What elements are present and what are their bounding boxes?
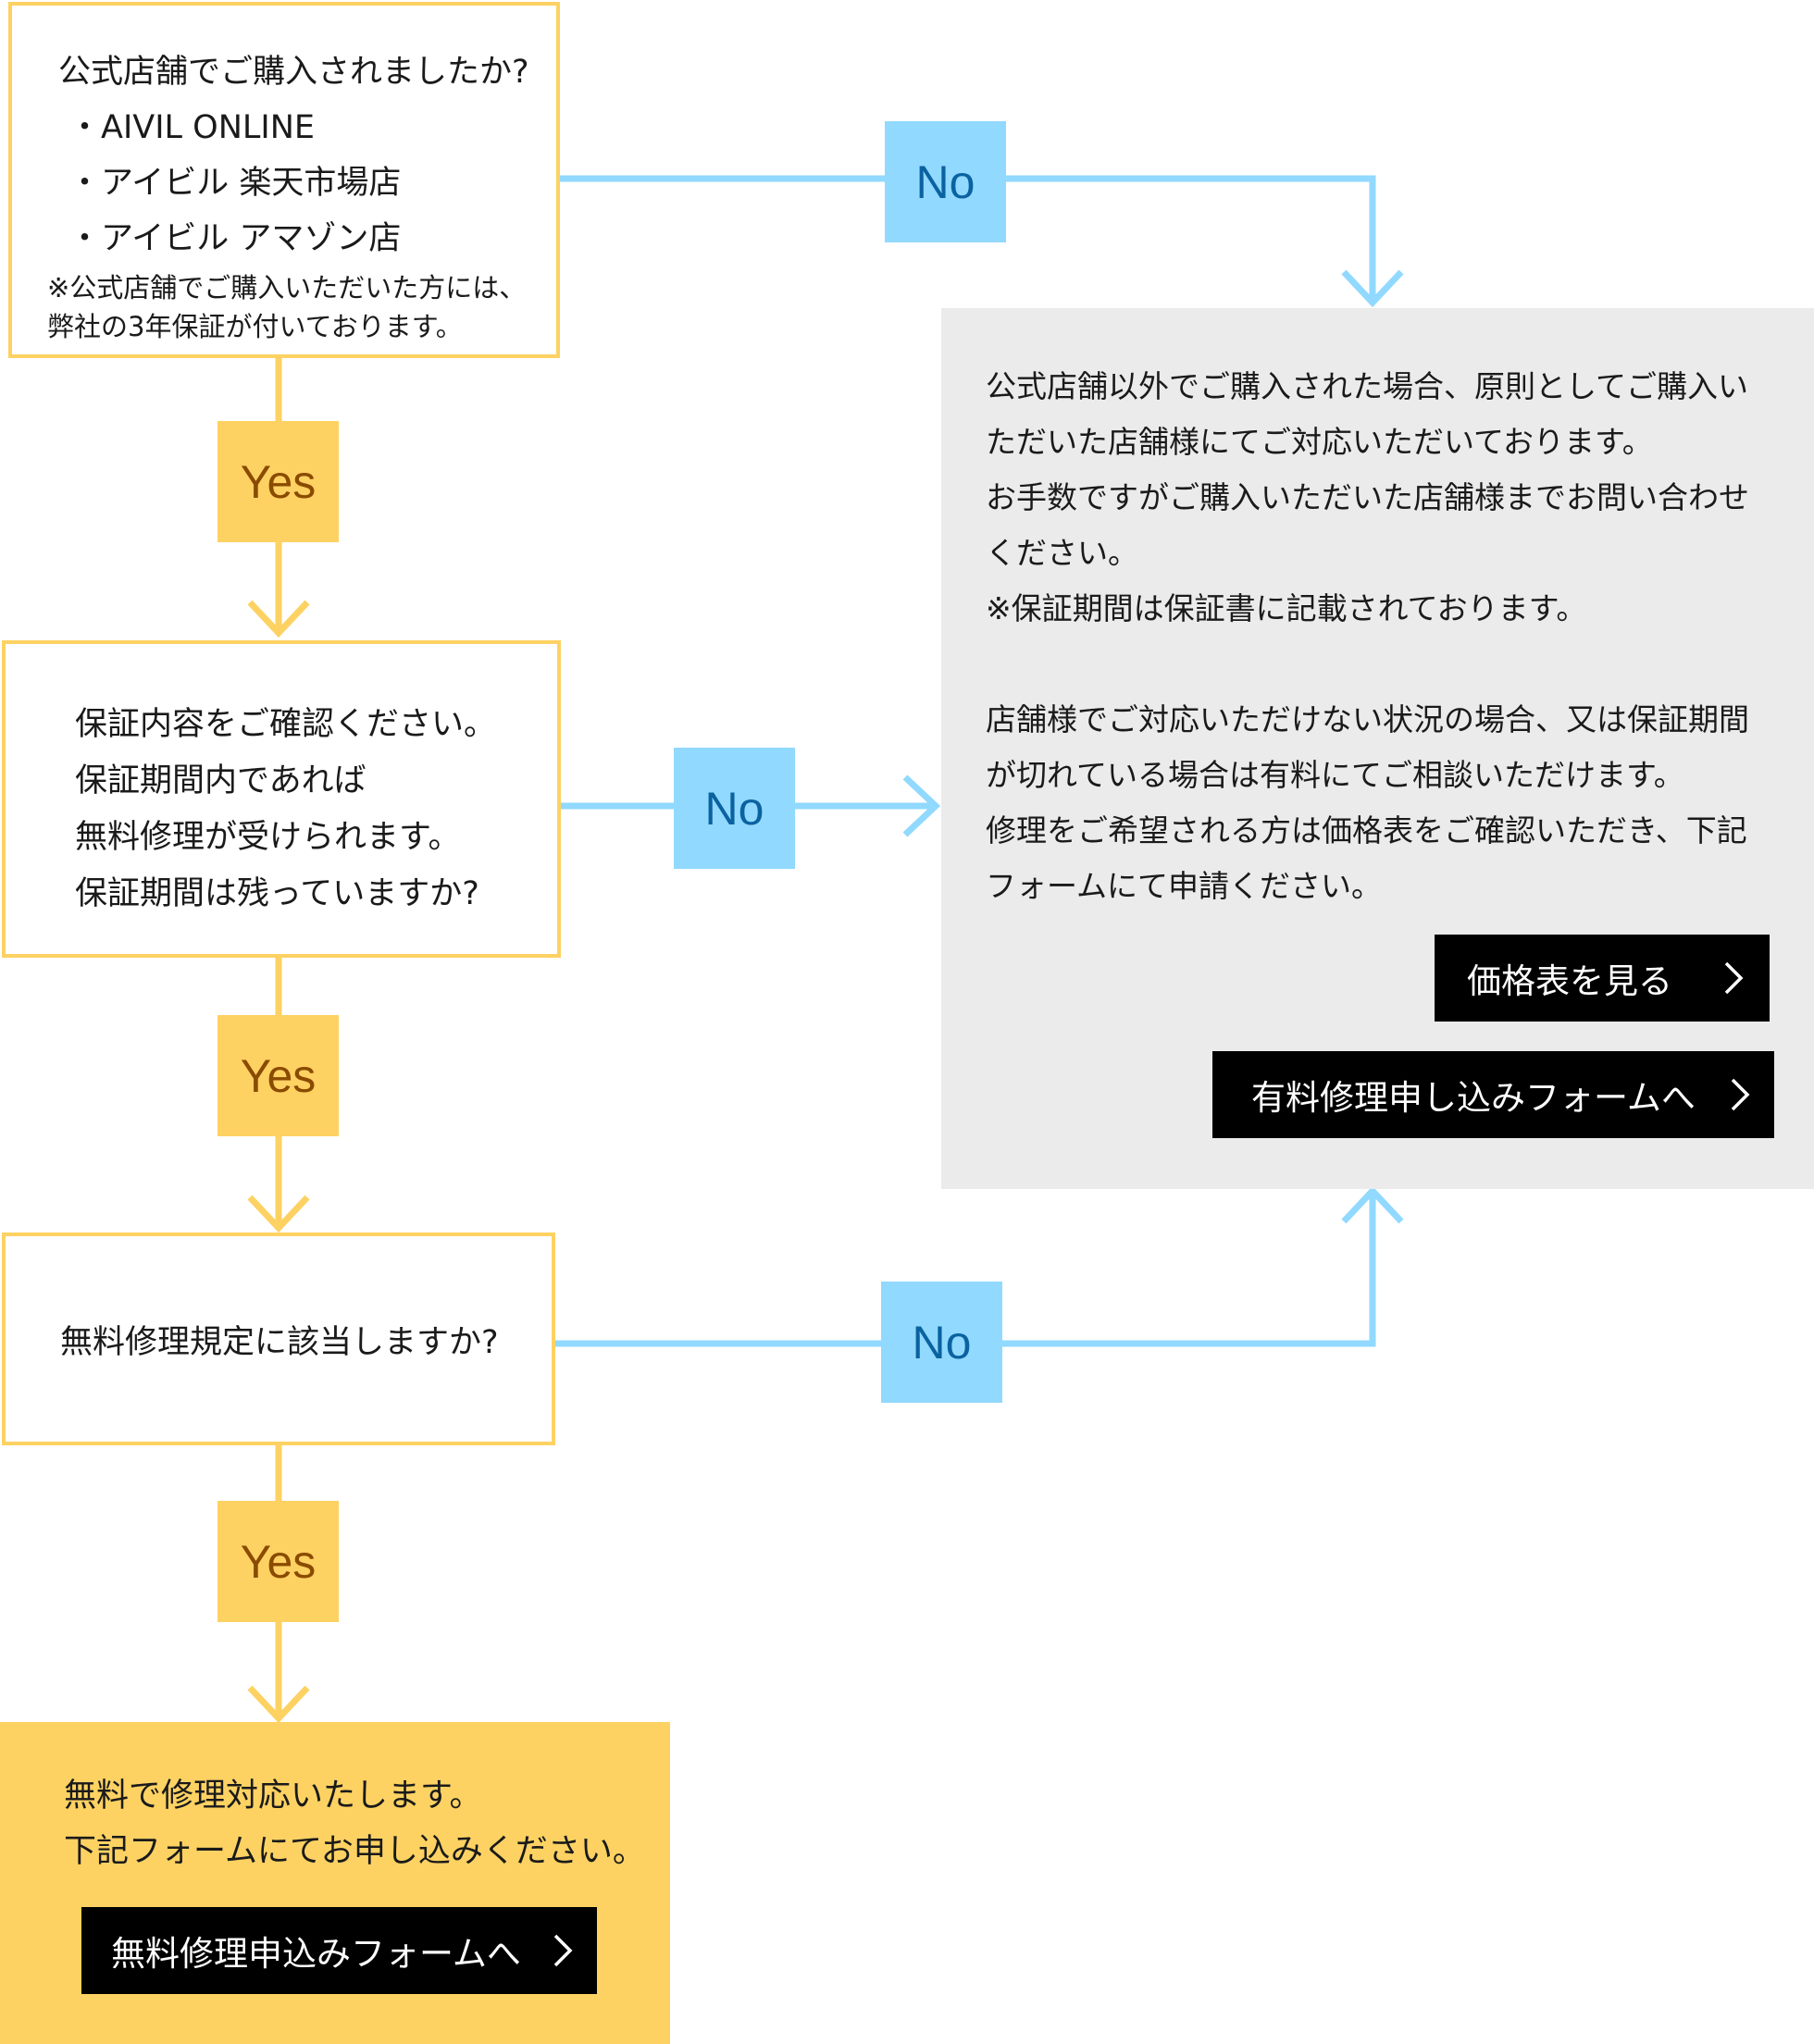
warranty-note: ※公式店舗でご購入いただいた方には、 弊社の3年保証が付いております。 bbox=[47, 268, 556, 346]
question-line: 無料修理規定に該当しますか? bbox=[60, 1323, 499, 1361]
arrowhead-down-no bbox=[1341, 269, 1404, 308]
warranty-note-line: 弊社の3年保証が付いております。 bbox=[47, 311, 463, 342]
result-line: ※保証期間は保証書に記載されております。 bbox=[986, 590, 1587, 626]
question-line: 保証期間内であれば bbox=[75, 762, 367, 799]
arrowhead-right-no bbox=[902, 774, 941, 837]
price-list-button-label: 価格表を見る bbox=[1467, 961, 1672, 1001]
chevron-right-icon bbox=[553, 1933, 573, 1968]
paid-repair-form-button[interactable]: 有料修理申し込みフォームへ bbox=[1212, 1051, 1774, 1138]
result-line bbox=[986, 637, 1749, 692]
question-line: 無料修理が受けられます。 bbox=[75, 819, 461, 856]
result-line: ください。 bbox=[986, 535, 1138, 571]
yes-label: Yes bbox=[217, 421, 339, 542]
paid-repair-form-button-label: 有料修理申し込みフォームへ bbox=[1251, 1078, 1696, 1118]
store-item: ・AIVIL ONLINE bbox=[68, 109, 316, 146]
arrowhead-down-2 bbox=[247, 1195, 310, 1233]
result-line: 公式店舗以外でご購入された場合、原則としてご購入い bbox=[986, 368, 1749, 404]
chevron-right-icon bbox=[1730, 1077, 1750, 1112]
result-line: 店舗様でご対応いただけない状況の場合、又は保証期間 bbox=[986, 701, 1749, 737]
free-repair-form-button-label: 無料修理申込みフォームへ bbox=[111, 1934, 521, 1974]
store-item: ・アイビル 楽天市場店 bbox=[68, 165, 402, 202]
price-list-button[interactable]: 価格表を見る bbox=[1435, 935, 1770, 1022]
result-paid-text: 公式店舗以外でご購入された場合、原則としてご購入い ただいた店舗様にてご対応いた… bbox=[986, 359, 1749, 914]
yes-label: Yes bbox=[217, 1501, 339, 1622]
result-line: フォームにて申請ください。 bbox=[986, 868, 1383, 904]
result-paid-repair: 公式店舗以外でご購入された場合、原則としてご購入い ただいた店舗様にてご対応いた… bbox=[941, 308, 1814, 1189]
question-line: 保証内容をご確認ください。 bbox=[75, 706, 497, 743]
arrowhead-down-1 bbox=[247, 600, 310, 638]
result-free-repair: 無料で修理対応いたします。 下記フォームにてお申し込みください。 無料修理申込み… bbox=[0, 1722, 670, 2044]
question-free-repair-rules: 無料修理規定に該当しますか? bbox=[2, 1233, 555, 1445]
connector-no-3 bbox=[555, 1191, 1376, 1347]
connector-no-1 bbox=[560, 175, 1376, 303]
no-label: No bbox=[881, 1282, 1002, 1403]
result-line: 修理をご希望される方は価格表をご確認いただき、下記 bbox=[986, 812, 1747, 849]
no-label: No bbox=[885, 121, 1006, 242]
warranty-note-line: ※公式店舗でご購入いただいた方には、 bbox=[47, 272, 527, 304]
result-line: お手数ですがご購入いただいた店舗様までお問い合わせ bbox=[986, 479, 1749, 515]
result-line: 下記フォームにてお申し込みください。 bbox=[64, 1833, 645, 1870]
result-free-text: 無料で修理対応いたします。 下記フォームにてお申し込みください。 bbox=[64, 1768, 645, 1879]
chevron-right-icon bbox=[1723, 960, 1744, 996]
result-line: 無料で修理対応いたします。 bbox=[64, 1778, 482, 1815]
question-warranty-period: 保証内容をご確認ください。 保証期間内であれば 無料修理が受けられます。 保証期… bbox=[2, 640, 561, 958]
question-title: 公式店舗でご購入されましたか? bbox=[58, 54, 529, 91]
no-label: No bbox=[674, 748, 795, 869]
free-repair-form-button[interactable]: 無料修理申込みフォームへ bbox=[81, 1907, 597, 1994]
question-purchase-store: 公式店舗でご購入されましたか? ・AIVIL ONLINE ・アイビル 楽天市場… bbox=[8, 2, 560, 358]
result-line: が切れている場合は有料にてご相談いただけます。 bbox=[986, 757, 1684, 793]
yes-label: Yes bbox=[217, 1015, 339, 1136]
result-line: ただいた店舗様にてご対応いただいております。 bbox=[986, 424, 1653, 460]
store-item: ・アイビル アマゾン店 bbox=[68, 220, 402, 257]
arrowhead-down-3 bbox=[247, 1685, 310, 1724]
arrowhead-up-no bbox=[1341, 1185, 1404, 1224]
question-line: 保証期間は残っていますか? bbox=[75, 875, 479, 912]
